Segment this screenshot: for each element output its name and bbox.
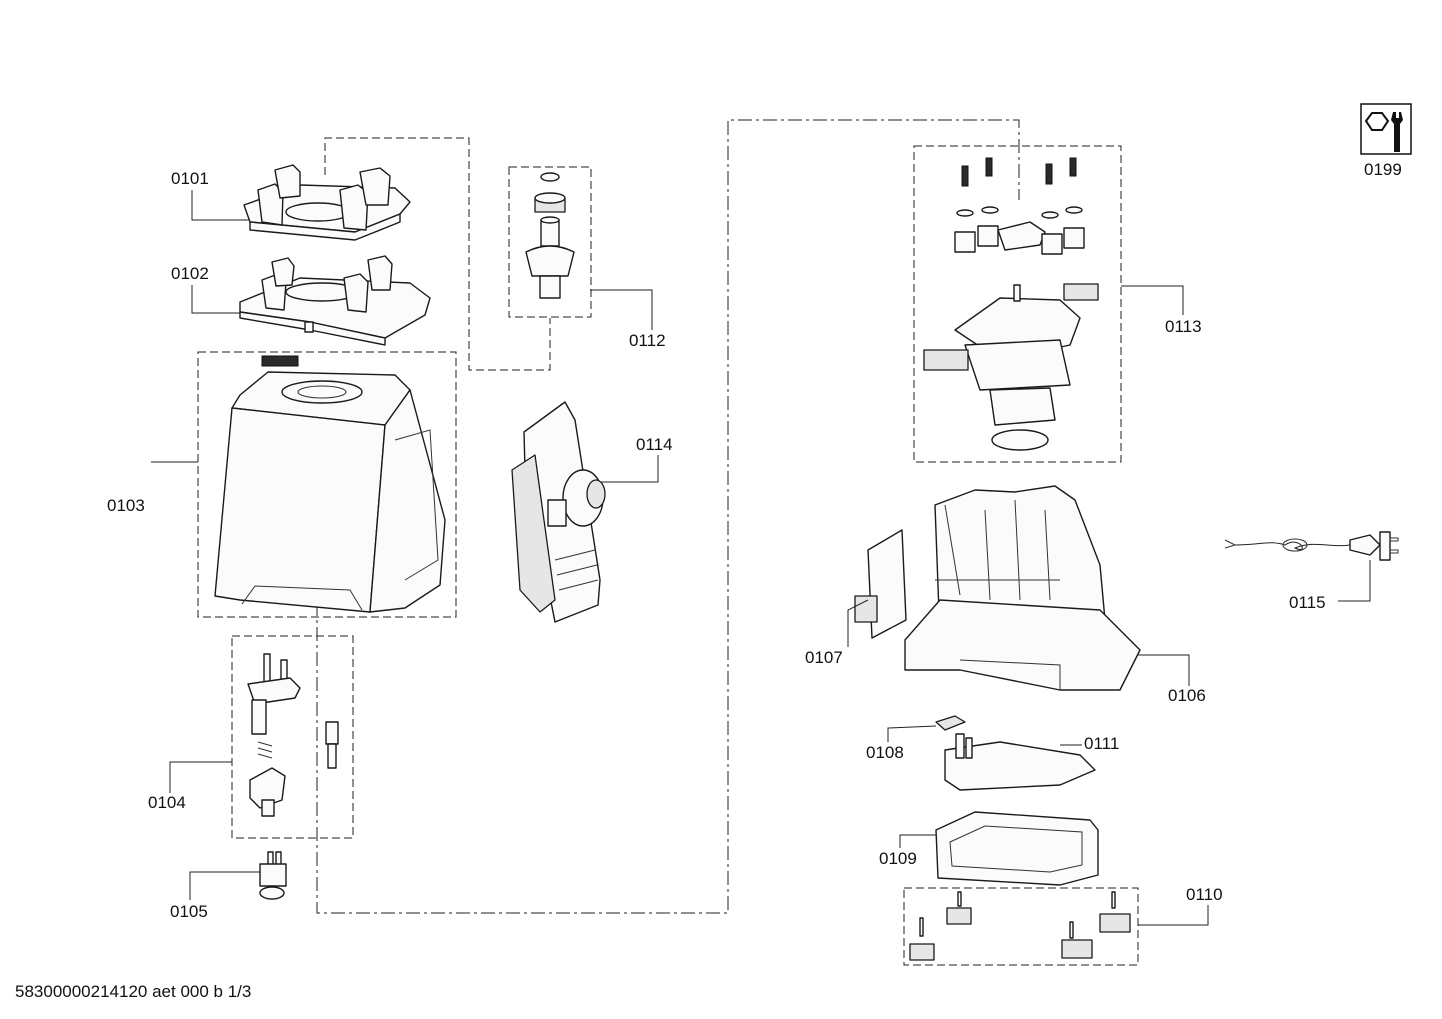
part-0103-housing: [214, 355, 446, 613]
part-0102-base-plate: [239, 255, 431, 346]
part-0107-pcb: [854, 529, 907, 639]
label-0107: 0107: [805, 648, 843, 667]
label-0199: 0199: [1364, 160, 1402, 179]
label-0101: 0101: [171, 169, 209, 188]
part-labels: 0101 0102 0103 0104 0105 0106 0107 0108 …: [107, 160, 1402, 921]
label-0103: 0103: [107, 496, 145, 515]
part-0106-base: [904, 485, 1141, 691]
part-0111-plate: [944, 733, 1096, 791]
part-0114-control-panel: [511, 401, 606, 623]
part-0108-lever: [935, 715, 966, 731]
label-0115: 0115: [1289, 593, 1326, 612]
part-0104-switch-assembly: [247, 653, 339, 817]
wrench-nut-icon: [1360, 103, 1412, 155]
label-0106: 0106: [1168, 686, 1206, 705]
leader-lines: [151, 190, 1371, 926]
part-0101-top-cover: [243, 164, 411, 241]
label-0114: 0114: [636, 435, 673, 454]
part-0113-motor: [923, 157, 1099, 451]
label-0112: 0112: [629, 331, 666, 350]
label-0102: 0102: [171, 264, 209, 283]
part-0110-feet: [909, 891, 1131, 961]
group-frames: [197, 119, 1139, 966]
label-0105: 0105: [170, 902, 208, 921]
label-0111: 0111: [1084, 734, 1119, 753]
label-0108: 0108: [866, 743, 904, 762]
document-footer-code: 58300000214120 aet 000 b 1/3: [15, 982, 251, 1001]
label-0110: 0110: [1186, 885, 1223, 904]
label-0104: 0104: [148, 793, 186, 812]
part-0112-coupling: [525, 172, 575, 299]
part-0105-connector: [259, 851, 287, 900]
label-0113: 0113: [1165, 317, 1202, 336]
part-0115-power-cord: [1224, 531, 1399, 561]
part-0109-tray: [935, 811, 1099, 886]
label-0109: 0109: [879, 849, 917, 868]
